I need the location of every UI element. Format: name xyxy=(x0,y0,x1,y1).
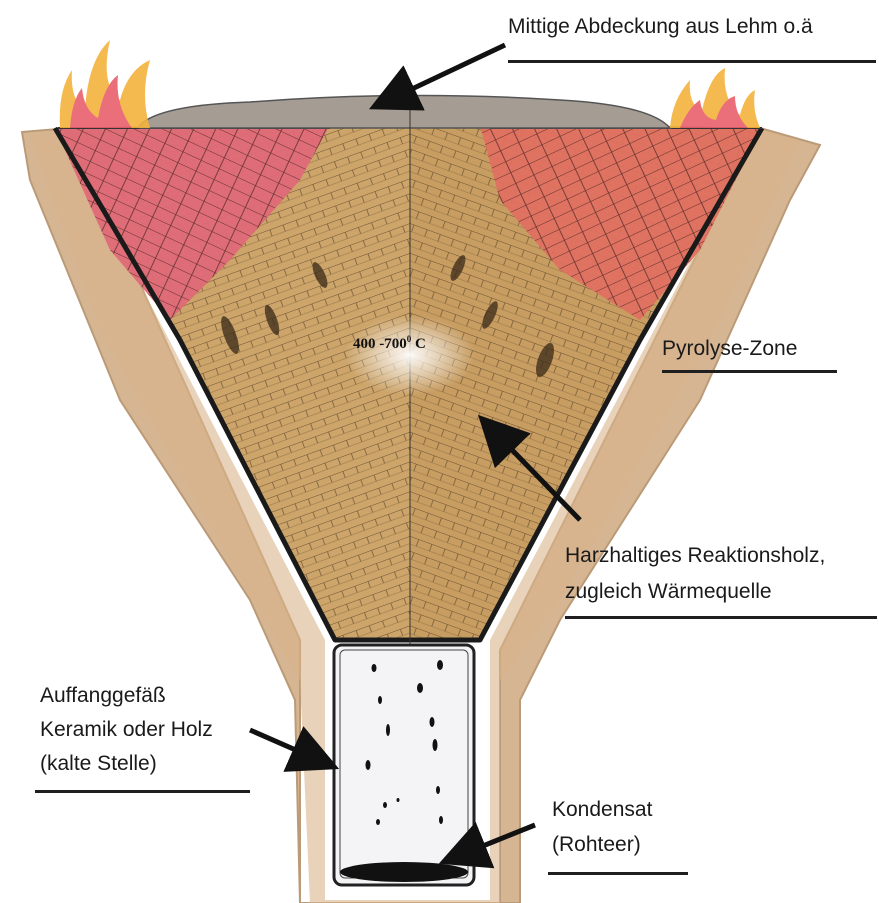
funnel-outline xyxy=(52,126,765,643)
flame-right xyxy=(670,68,760,128)
hot-zone-right xyxy=(480,125,762,320)
collection-vessel xyxy=(332,643,476,887)
flame-left xyxy=(59,40,150,128)
label-pyrolysis-zone: Pyrolyse-Zone xyxy=(662,337,798,360)
arrow-vessel xyxy=(248,726,340,772)
char-streaks xyxy=(221,255,555,378)
soil-pit-inner xyxy=(30,130,800,903)
temperature-label: 400 -7000 C xyxy=(353,334,426,353)
label-vessel-line1: Auffanggefäß xyxy=(40,684,166,707)
underline-pyrolysis xyxy=(662,370,837,373)
temperature-degree: 0 xyxy=(406,334,412,344)
label-vessel-line2: Keramik oder Holz xyxy=(40,718,213,741)
temperature-unit: C xyxy=(411,336,426,352)
temperature-range: 400 -700 xyxy=(353,336,407,352)
underline-vessel xyxy=(35,790,250,793)
arrow-condensate xyxy=(438,821,536,869)
underline-condensate xyxy=(548,872,688,875)
label-condensate-line1: Kondensat xyxy=(552,798,653,821)
arrow-wood xyxy=(478,414,582,522)
label-wood-line2: zugleich Wärmequelle xyxy=(565,580,772,603)
label-cover: Mittige Abdeckung aus Lehm o.ä xyxy=(508,15,813,38)
tar-droplets xyxy=(365,660,443,825)
underline-wood xyxy=(565,616,877,619)
hot-zone-left xyxy=(55,125,330,320)
label-wood-line1: Harzhaltiges Reaktionsholz, xyxy=(565,544,826,567)
hot-core xyxy=(345,315,475,395)
arrow-cover xyxy=(368,42,507,111)
underline-cover xyxy=(508,60,876,63)
tar-pool xyxy=(340,862,468,882)
label-vessel-line3: (kalte Stelle) xyxy=(40,752,157,775)
clay-cover xyxy=(139,94,672,129)
label-condensate-line2: (Rohteer) xyxy=(552,833,641,856)
